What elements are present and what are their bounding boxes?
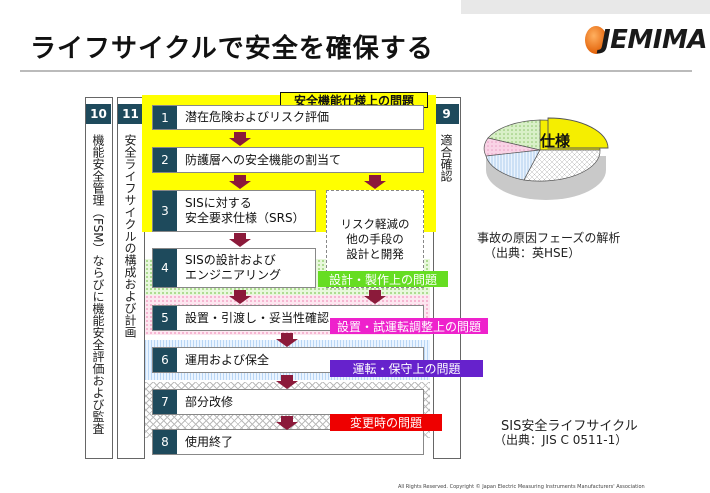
step-8-label: 使用終了 [185,434,234,449]
step-3-number: 3 [153,191,177,231]
title-divider [20,70,692,72]
pie-slice-operation [485,149,541,181]
logo-text: JEMIMA [601,25,707,55]
tag-installation-problem: 設置・試運転調整上の問題 [330,318,488,334]
top-right-bar [461,0,710,14]
tag-operation-problem: 運転・保守上の問題 [330,360,483,377]
step-7-number: 7 [153,390,177,414]
step-5-number: 5 [153,306,177,330]
arrow-down-icon [364,175,386,189]
step-3: 3 SISに対する 安全要求仕様（SRS） [152,190,316,232]
pie-label-spec: 仕様 [540,132,571,150]
arrow-down-icon [229,290,251,304]
arrow-down-icon [229,233,251,247]
arrow-down-icon [276,375,298,389]
pie-slice-design [487,119,541,151]
step-4-label: SISの設計および エンジニアリング [185,253,282,282]
arrow-down-icon [229,175,251,189]
step-8: 8 使用終了 [152,429,424,455]
step-6-label: 運用および保全 [185,352,270,367]
step-7: 7 部分改修 [152,389,424,415]
arrow-down-icon [229,132,251,146]
column-11: 11 安全ライフサイクルの構成および計画 [117,97,145,459]
lifecycle-caption-line1: SIS安全ライフサイクル [501,419,638,434]
tag-modification-problem: 変更時の問題 [330,414,442,431]
column-10-text: 機能安全管理（FSM）ならびに機能安全評価および監査 [91,134,105,435]
step-2-label: 防護層への安全機能の割当て [185,152,342,167]
column-11-number: 11 [118,104,143,124]
step-4-number: 4 [153,249,177,287]
column-11-text: 安全ライフサイクルの構成および計画 [123,134,137,338]
page-title: ライフサイクルで安全を確保する [30,34,434,64]
tag-spec-problem: 安全機能仕様上の問題 [280,92,428,108]
step-2: 2 防護層への安全機能の割当て [152,147,424,173]
arrow-down-icon [364,290,386,304]
cause-pie-chart [483,117,609,200]
step-4: 4 SISの設計および エンジニアリング [152,248,316,288]
arrow-down-icon [276,333,298,347]
step-8-number: 8 [153,430,177,454]
lifecycle-caption-line2: （出典：JIS C 0511-1） [494,433,628,447]
pie-caption-line2: （出典：英HSE） [484,246,581,260]
copyright-notice: All Rights Reserved. Copyright © Japan E… [398,484,645,490]
step-5-label: 設置・引渡し・妥当性確認 [185,310,330,325]
tag-design-problem: 設計・製作上の問題 [318,271,448,287]
step-2-number: 2 [153,148,177,172]
pie-caption-line1: 事故の原因フェーズの解析 [477,231,621,245]
column-10: 10 機能安全管理（FSM）ならびに機能安全評価および監査 [85,97,113,459]
step-1-label: 潜在危険およびリスク評価 [185,110,330,124]
step-3-label: SISに対する 安全要求仕様（SRS） [185,196,305,225]
step-1-number: 1 [153,106,177,129]
pie-slice-change [523,149,601,182]
step-7-label: 部分改修 [185,394,234,409]
logo-mark-icon [585,26,607,54]
arrow-down-icon [276,416,298,430]
column-9-text: 適合確認 [439,134,453,182]
jemima-logo: JEMIMA [583,22,708,62]
step-6-number: 6 [153,348,177,372]
column-10-number: 10 [86,104,111,124]
step-1: 1 潜在危険およびリスク評価 [152,105,424,130]
column-9-number: 9 [434,104,459,124]
